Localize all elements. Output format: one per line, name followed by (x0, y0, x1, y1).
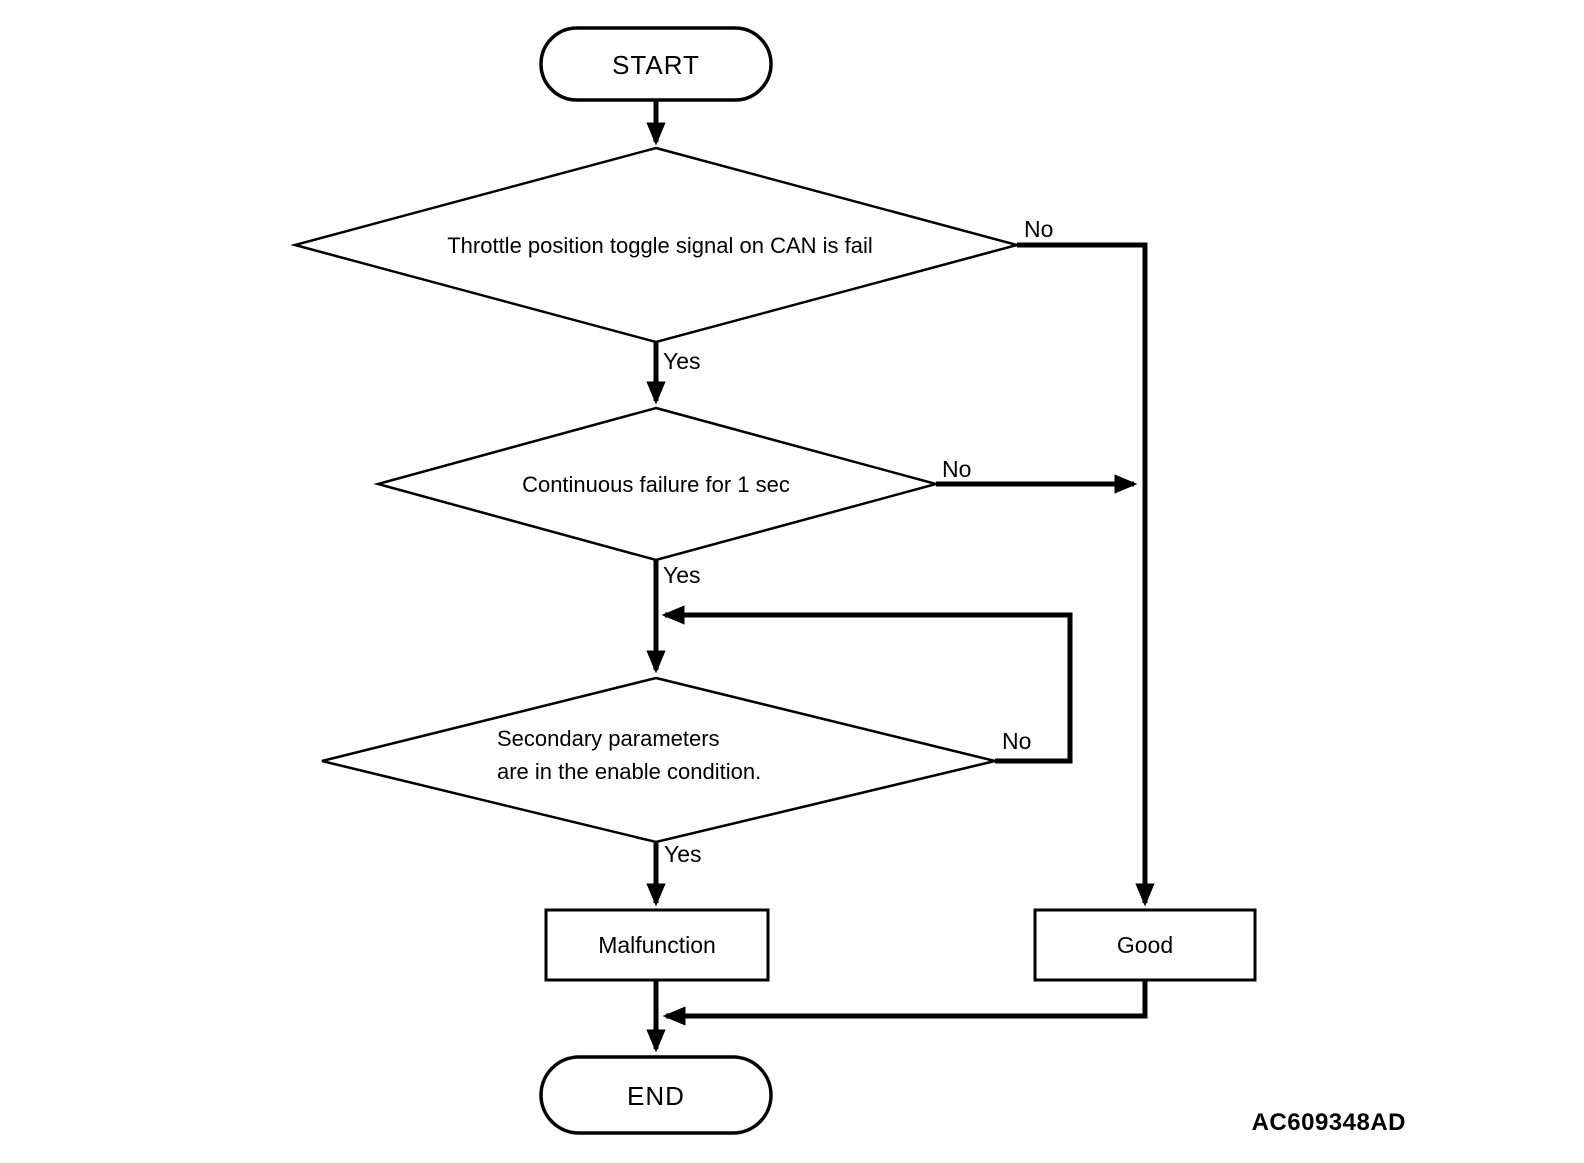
end-terminator (539, 1055, 773, 1135)
malfunction-label: Malfunction (598, 932, 716, 958)
decision-secondary-params-label-line1: Secondary parameters (497, 726, 720, 751)
start-label: START (612, 50, 700, 80)
decision-secondary-params-label-line2: are in the enable condition. (497, 759, 761, 784)
good-label: Good (1117, 932, 1173, 958)
start-terminator (539, 26, 773, 102)
decision-continuous-failure-label: Continuous failure for 1 sec (522, 472, 790, 497)
decision-continuous-failure (373, 406, 941, 562)
end-label: END (627, 1081, 685, 1111)
good-box (1033, 908, 1257, 982)
edge-label-no-1: No (1024, 216, 1053, 242)
decision-can-signal (290, 146, 1022, 344)
edge-label-no-3: No (1002, 728, 1031, 754)
edge-label-yes-1: Yes (663, 348, 701, 374)
arrow-good-to-endline (662, 980, 1148, 1026)
malfunction-box (544, 908, 770, 982)
figure-code: AC609348AD (1252, 1109, 1406, 1136)
edge-label-yes-3: Yes (664, 841, 702, 867)
arrow-decision3-no-loopback (661, 605, 1073, 764)
edge-label-yes-2: Yes (663, 562, 701, 588)
edge-label-no-2: No (942, 456, 971, 482)
decision-can-signal-label: Throttle position toggle signal on CAN i… (447, 233, 873, 258)
arrow-decision1-no-to-good (1017, 242, 1155, 907)
decision-secondary-params (321, 676, 996, 844)
